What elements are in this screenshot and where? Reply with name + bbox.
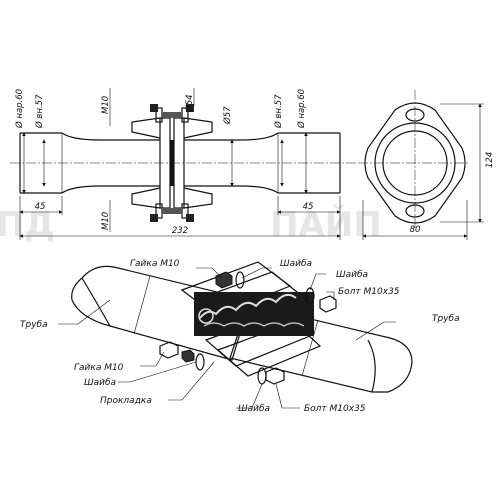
dim-len45-right: 45 [303,202,314,212]
exploded-view [58,261,413,409]
label-washer-bottom-left: Шайба [84,378,116,388]
watermark: ПД ПАЙП [0,204,382,245]
dim-d54: Ø54 [184,94,195,113]
label-washer-bottom: Шайба [238,404,270,414]
dim-d60-right: Ø нар.60 [296,89,307,129]
label-pipe-left: Труба [20,320,48,330]
label-nut-top: Гайка М10 [130,259,180,269]
label-washer-right: Шайба [336,270,368,280]
dim-height124: 124 [485,152,495,168]
label-gasket: Прокладка [100,396,152,406]
dim-width80: 80 [410,225,421,235]
dim-m10-bottom: M10 [101,212,111,230]
dim-len45-left: 45 [35,202,46,212]
label-nut-bottom: Гайка М10 [74,363,124,373]
svg-text:ПД: ПД [0,205,55,245]
dim-d57-right: Ø вн.57 [273,94,284,129]
label-pipe-right: Труба [432,314,460,324]
dim-d57-mid: Ø57 [222,106,233,125]
label-bolt-bottom: Болт М10х35 [304,404,366,414]
dim-len232: 232 [172,226,188,236]
side-view [10,88,358,240]
dim-d60-left: Ø нар.60 [14,89,25,129]
dim-d57-left: Ø вн.57 [34,94,45,129]
label-bolt-top: Болт М10х35 [338,287,400,297]
flange-face-view [358,90,484,240]
svg-text:ПАЙП: ПАЙП [270,204,382,245]
label-washer-top: Шайба [280,259,312,269]
dim-m10-top: M10 [101,96,111,114]
